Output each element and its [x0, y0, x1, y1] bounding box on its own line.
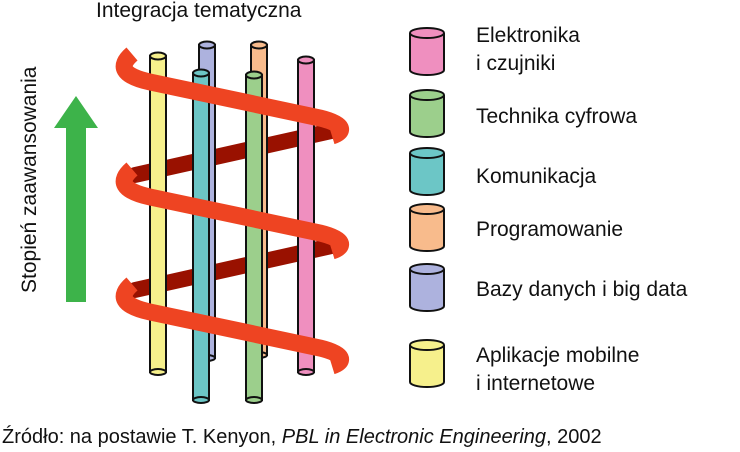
- legend-cylinder-icon: [409, 203, 445, 252]
- legend-cylinder-icon: [409, 147, 445, 196]
- legend-cylinder-icon: [409, 263, 445, 312]
- legend-cylinder-icon: [409, 89, 445, 138]
- helix-front-strip: [115, 277, 350, 375]
- legend-label-2: i internetowe: [476, 372, 596, 395]
- diagram-title: Integracja tematyczna: [96, 0, 302, 22]
- legend-cylinder-icon: [409, 27, 445, 76]
- rod-apps: [149, 51, 167, 376]
- legend-label: Technika cyfrowa: [476, 105, 638, 128]
- legend-label: Bazy danych i big data: [476, 278, 688, 301]
- legend-label: Elektronika: [476, 24, 580, 47]
- progress-arrow-icon: [54, 96, 98, 302]
- legend-item-apps: Aplikacje mobilne i internetowe: [476, 342, 639, 398]
- source-suffix: , 2002: [546, 426, 602, 448]
- legend-label: Aplikacje mobilne: [476, 344, 640, 367]
- legend-item-programming: Programowanie: [476, 216, 623, 244]
- source-caption: Źródło: na postawie T. Kenyon, PBL in El…: [2, 424, 602, 450]
- rod-communication: [192, 68, 210, 404]
- legend-cylinder-icon: [409, 339, 445, 388]
- helix-front-strip: [115, 47, 350, 145]
- legend-item-databases: Bazy danych i big data: [476, 276, 687, 304]
- helix-front-strip: [115, 162, 350, 260]
- rod-electronics: [297, 55, 315, 376]
- legend-item-digital: Technika cyfrowa: [476, 103, 637, 131]
- source-work: PBL in Electronic Engineering: [281, 426, 547, 448]
- legend-label: Komunikacja: [476, 165, 597, 188]
- legend-label-2: i czujniki: [476, 52, 556, 75]
- legend-label: Programowanie: [476, 218, 624, 241]
- source-prefix: Źródło: na postawie T. Kenyon,: [2, 426, 282, 448]
- legend-item-electronics: Elektronika i czujniki: [476, 22, 580, 78]
- legend-item-communication: Komunikacja: [476, 163, 596, 191]
- rod-digital: [245, 70, 263, 404]
